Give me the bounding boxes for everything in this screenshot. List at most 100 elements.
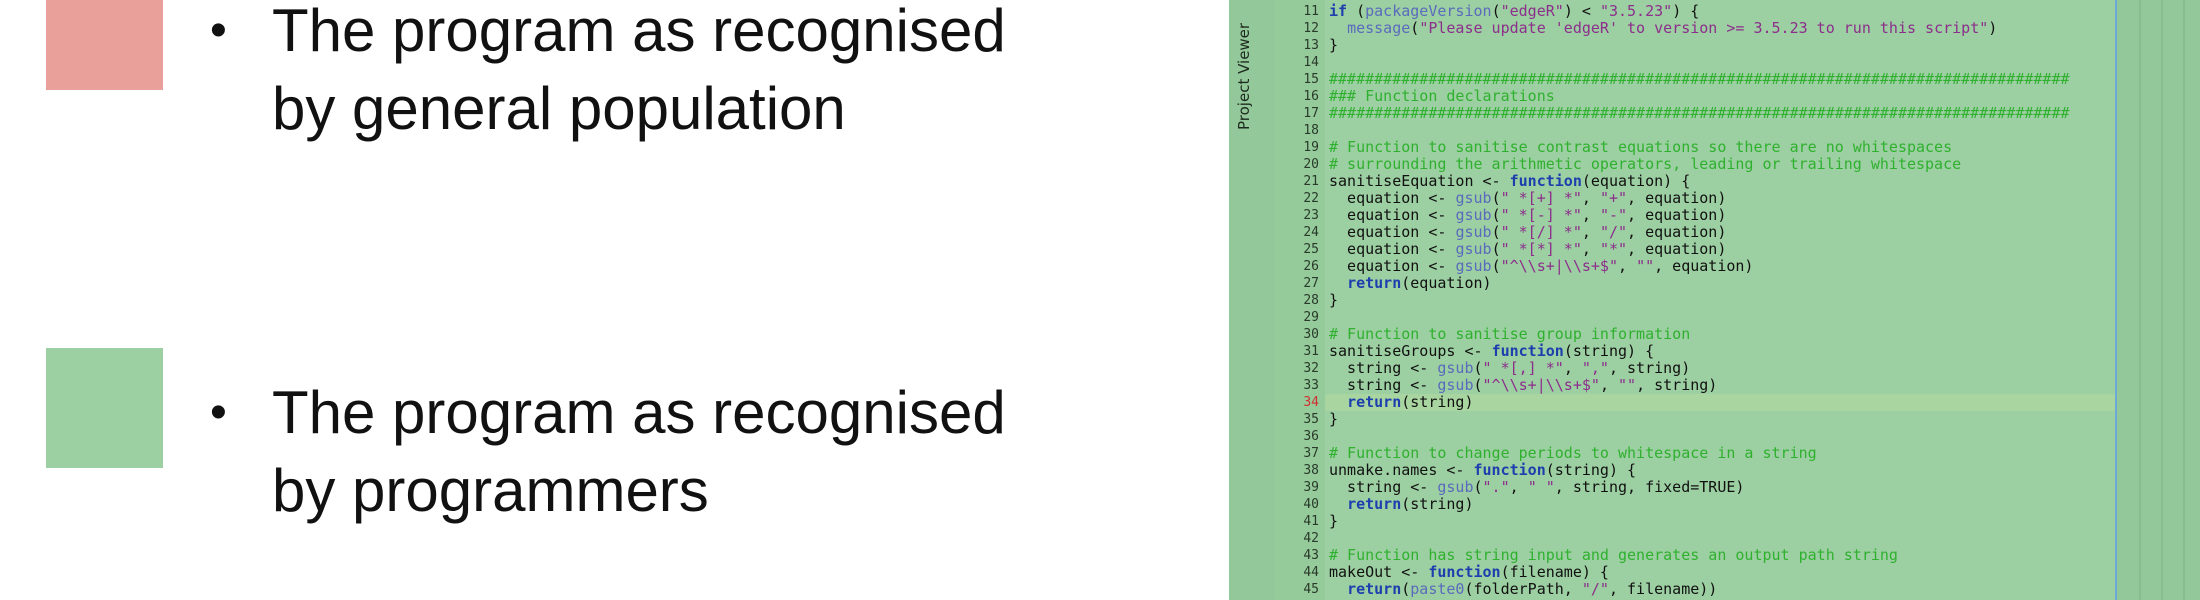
code-text: return(string)	[1329, 495, 1473, 513]
code-text: ########################################…	[1329, 71, 2070, 88]
code-token: gsub	[1455, 240, 1492, 258]
code-token	[1329, 393, 1347, 411]
code-token: , equation)	[1627, 240, 1727, 258]
code-line: 44 makeOut <- function(filename) {	[1303, 564, 2115, 581]
code-token: equation <-	[1329, 240, 1456, 258]
code-text: }	[1329, 292, 1338, 309]
code-token: "edgeR"	[1500, 2, 1564, 20]
legend-line: The program as recognised	[272, 0, 1006, 64]
code-token: ,	[1581, 240, 1600, 258]
code-token: " *[/] *"	[1500, 223, 1582, 241]
code-token: ,	[1563, 359, 1582, 377]
code-token: gsub	[1455, 223, 1492, 241]
code-token: string <-	[1329, 359, 1438, 377]
code-token: (	[1473, 359, 1483, 377]
code-token: "3.5.23"	[1599, 2, 1673, 20]
code-line: 29	[1303, 309, 2115, 326]
project-viewer-label: Project Viewer	[1235, 22, 1253, 130]
code-token: # Function to sanitise group information	[1329, 325, 1691, 343]
code-token: (folderPath,	[1464, 580, 1582, 598]
green-swatch	[46, 348, 163, 468]
code-token: (	[1491, 223, 1501, 241]
line-number: 42	[1303, 531, 1319, 546]
code-token: ) {	[1672, 2, 1700, 20]
code-token: , equation)	[1627, 189, 1727, 207]
code-token: }	[1329, 36, 1339, 54]
code-token: "."	[1482, 478, 1510, 496]
code-token: (	[1347, 2, 1366, 20]
line-number: 28	[1303, 293, 1319, 308]
editor-right-margin	[2117, 0, 2200, 600]
line-number: 41	[1303, 514, 1319, 529]
code-token: , equation)	[1627, 223, 1727, 241]
code-token: , string)	[1636, 376, 1718, 394]
code-token: (	[1491, 2, 1501, 20]
code-text: makeOut <- function(filename) {	[1329, 564, 1609, 581]
line-number: 36	[1303, 429, 1319, 444]
code-line: 42	[1303, 530, 2115, 547]
line-number: 14	[1303, 55, 1319, 70]
code-token: equation <-	[1329, 206, 1456, 224]
legend-line: The program as recognised	[272, 379, 1006, 446]
code-line: 30 # Function to sanitise group informati…	[1303, 326, 2115, 343]
code-token: gsub	[1437, 376, 1474, 394]
code-text: }	[1329, 37, 1338, 54]
line-number: 32	[1303, 361, 1319, 376]
line-number: 37	[1303, 446, 1319, 461]
code-token: "/"	[1599, 223, 1628, 241]
line-number: 30	[1303, 327, 1319, 342]
code-token: , equation)	[1654, 257, 1754, 275]
code-token: function	[1473, 461, 1546, 479]
legend-text: The program as recognised by programmers	[272, 374, 1172, 530]
code-token: (	[1491, 240, 1501, 258]
code-token: gsub	[1455, 206, 1492, 224]
code-token	[1329, 495, 1347, 513]
code-token: sanitiseEquation <-	[1329, 172, 1510, 190]
code-token: message	[1347, 19, 1411, 37]
line-number: 23	[1303, 208, 1319, 223]
code-line: 18	[1303, 122, 2115, 139]
code-token	[1329, 19, 1347, 37]
code-text: string <- gsub("^\\s+|\\s+$", "", string…	[1329, 377, 1717, 394]
code-line: 33 string <- gsub("^\\s+|\\s+$", "", str…	[1303, 377, 2115, 394]
line-number: 12	[1303, 21, 1319, 36]
bullet-icon: •	[210, 4, 227, 57]
code-line: 19# Function to sanitise contrast equati…	[1303, 139, 2115, 156]
line-number: 17	[1303, 106, 1319, 121]
code-text: return(equation)	[1329, 275, 1492, 292]
line-number: 29	[1303, 310, 1319, 325]
code-line: 15######################################…	[1303, 71, 2115, 88]
code-line: 32 string <- gsub(" *[,] *", ",", string…	[1303, 359, 2115, 377]
code-text: }	[1329, 513, 1338, 530]
code-token: "Please update 'edgeR' to version >= 3.5…	[1419, 19, 1989, 37]
code-line: 13}	[1303, 37, 2115, 54]
line-number: 34	[1303, 395, 1319, 410]
code-token: gsub	[1455, 189, 1492, 207]
code-token: return	[1347, 274, 1402, 292]
code-text: # Function to sanitise group information	[1329, 326, 1690, 343]
code-token: }	[1329, 512, 1339, 530]
code-token: " *[*] *"	[1500, 240, 1582, 258]
code-token: # surrounding the arithmetic operators, …	[1329, 155, 1962, 173]
code-line: 26 equation <- gsub("^\\s+|\\s+$", "", e…	[1303, 257, 2115, 275]
code-token: sanitiseGroups <-	[1329, 342, 1492, 360]
code-token: function	[1428, 563, 1501, 581]
code-text: # Function has string input and generate…	[1329, 547, 1898, 564]
line-number: 44	[1303, 565, 1319, 580]
code-text: # Function to sanitise contrast equation…	[1329, 139, 1952, 156]
code-text: string <- gsub(".", " ", string, fixed=T…	[1329, 479, 1744, 496]
legend-text: The program as recognised by general pop…	[272, 0, 1172, 148]
code-line: 40 return(string)	[1303, 495, 2115, 513]
code-token: "/"	[1581, 580, 1609, 598]
line-number: 24	[1303, 225, 1319, 240]
code-token: , filename))	[1608, 580, 1718, 598]
project-viewer-tab[interactable]: Project Viewer	[1229, 0, 1276, 600]
code-token: function	[1509, 172, 1582, 190]
code-token: (equation) {	[1581, 172, 1691, 190]
line-number: 45	[1303, 582, 1319, 597]
code-token: (	[1473, 478, 1483, 496]
